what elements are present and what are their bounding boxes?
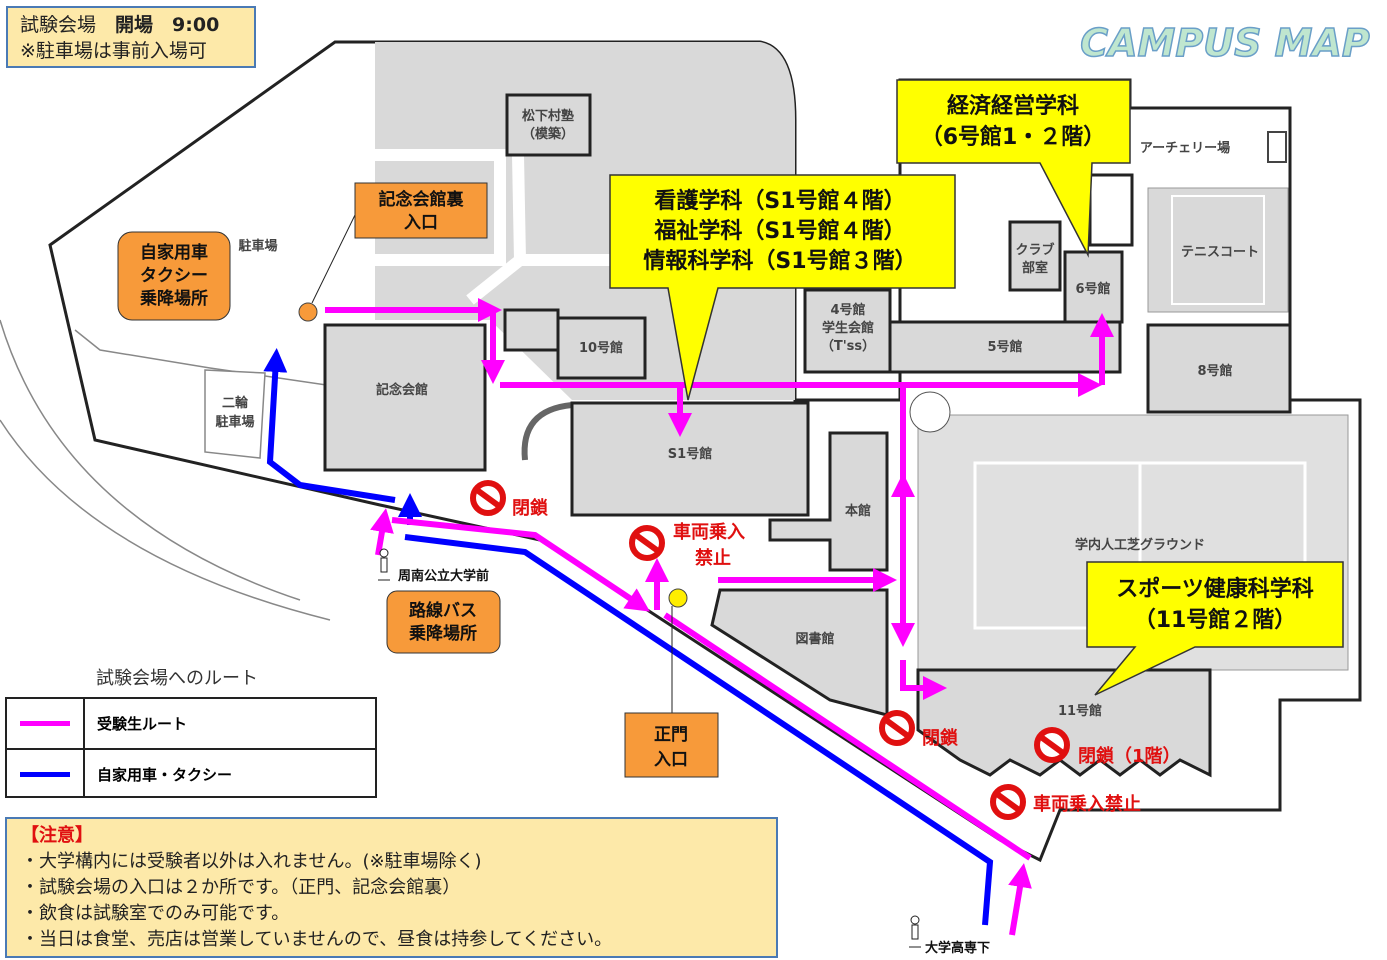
map-label: 正門 <box>654 725 688 745</box>
map-label: クラブ <box>1015 242 1054 258</box>
student-route-swatch <box>20 721 70 726</box>
legend-item-student-route: 受験生ルート <box>7 699 375 750</box>
map-title: CAMPUS MAP <box>1080 21 1370 65</box>
building-library <box>710 588 889 717</box>
map-label: 本館 <box>845 503 871 519</box>
map-label: 二輪 <box>222 395 249 411</box>
venue-label: 試験会場 <box>20 14 97 36</box>
parking-note: ※駐車場は事前入場可 <box>20 40 207 62</box>
building-11 <box>916 668 1212 778</box>
map-label: アーチェリー場 <box>1140 140 1230 156</box>
map-label: 記念会館 <box>376 382 428 398</box>
map-label: 6号館 <box>1075 281 1110 297</box>
map-label: （11号館２階） <box>1134 607 1297 633</box>
map-label: 入口 <box>404 213 438 233</box>
building-club <box>1008 220 1062 292</box>
callout-s1-departments: 看護学科（S1号館４階） 福祉学科（S1号館４階） 情報科学科（S1号館３階） <box>609 174 956 401</box>
student-route <box>325 298 1114 936</box>
open-time: 開場 9:00 <box>115 14 220 36</box>
building-6 <box>1063 250 1124 324</box>
map-label: 自家用車 <box>140 242 208 263</box>
no-entry-icon <box>990 784 1026 820</box>
note-item: ・当日は食堂、売店は営業していませんので、昼食は持参してください。 <box>21 929 613 950</box>
map-label: 4号館 <box>830 302 865 318</box>
callout-sports: スポーツ健康科学科 （11号館２階） <box>1086 561 1344 696</box>
map-label: タクシー <box>140 266 208 286</box>
map-label: 入口 <box>654 750 688 770</box>
map-label: 5号館 <box>987 339 1022 355</box>
map-label: 車両乗入 <box>673 521 745 543</box>
legend-item-car-route: 自家用車・タクシー <box>7 750 375 798</box>
note-item: ・飲食は試験室でのみ可能です。 <box>21 903 290 924</box>
map-label: 乗降場所 <box>408 623 477 644</box>
bus-stop-name: 周南公立大学前 <box>398 568 489 584</box>
map-label: 松下村塾 <box>522 108 574 124</box>
map-label: 記念会館裏 <box>379 189 465 210</box>
main-gate-marker <box>668 588 688 608</box>
callout-economics: 経済経営学科 （6号館1・２階） <box>896 79 1131 258</box>
map-label: （模築） <box>522 126 574 142</box>
building-shoka-sonjuku <box>505 93 592 157</box>
map-label: 図書館 <box>795 631 834 647</box>
note-item: ・大学構内には受験者以外は入れません。(※駐車場除く) <box>21 851 482 872</box>
ground-label: 学内人工芝グラウンド <box>1075 537 1205 553</box>
map-label: スポーツ健康科学科 <box>1116 576 1314 602</box>
map-label: S1号館 <box>668 446 712 462</box>
notes-title: 【注意】 <box>21 825 93 846</box>
map-label: 閉鎖（1階） <box>1078 745 1181 767</box>
map-label: 閉鎖 <box>922 727 959 749</box>
car-route-swatch <box>20 771 70 777</box>
map-label: （T'ss） <box>821 338 875 354</box>
no-entry-icon <box>470 480 506 516</box>
map-label: 情報科学科（S1号館３階） <box>643 248 916 274</box>
note-item: ・試験会場の入口は２か所です。（正門、記念会館裏） <box>21 877 461 898</box>
car-taxi-dropoff-label: 自家用車 タクシー 乗降場所 <box>117 231 231 321</box>
map-label: 学生会館 <box>822 320 874 336</box>
kinen-back-entrance-label: 記念会館裏 入口 <box>354 182 488 239</box>
building-10 <box>556 316 647 380</box>
bus-stop-name: 大学高専下 <box>925 940 990 956</box>
building-honkan <box>768 431 889 572</box>
bus-stop-icon <box>909 915 921 948</box>
map-label: 乗降場所 <box>139 288 208 309</box>
map-label: （6号館1・２階） <box>921 124 1106 150</box>
map-label: 経済経営学科 <box>947 93 1079 119</box>
route-legend-title: 試験会場へのルート <box>96 668 258 689</box>
venue-info-box: 試験会場 開場 9:00 ※駐車場は事前入場可 <box>6 6 256 68</box>
main-gate-label: 正門 入口 <box>624 712 719 778</box>
building-8 <box>1146 323 1292 414</box>
map-label: 駐車場 <box>215 414 254 430</box>
no-entry-icon <box>879 710 915 746</box>
map-label: テニスコート <box>1181 245 1259 260</box>
map-label: 部室 <box>1022 260 1048 276</box>
building-kinen-kaikan <box>323 323 487 472</box>
map-label: 閉鎖 <box>512 497 549 519</box>
building-5 <box>888 320 1122 374</box>
map-label: 福祉学科（S1号館４階） <box>653 218 905 244</box>
map-label: 10号館 <box>579 340 623 356</box>
kinen-back-entrance-marker <box>298 302 318 322</box>
map-label: 禁止 <box>695 547 731 569</box>
no-entry-icon <box>629 525 665 561</box>
no-entry-icon <box>1034 727 1070 763</box>
map-label: 看護学科（S1号館４階） <box>654 188 905 214</box>
map-label: 車両乗入禁止 <box>1033 793 1141 815</box>
route-legend: 受験生ルート 自家用車・タクシー <box>5 697 377 798</box>
buildings: 松下村塾 （模築） 10号館 記念会館 S1号館 4号館 学生会館 （T'ss）… <box>215 93 1292 778</box>
map-label: 11号館 <box>1058 703 1102 719</box>
bus-stop-icon <box>378 548 390 581</box>
map-label: 駐車場 <box>238 238 277 254</box>
building-4 <box>803 288 892 374</box>
map-label: 路線バス <box>409 600 477 621</box>
notes-box: 【注意】 ・大学構内には受験者以外は入れません。(※駐車場除く) ・試験会場の入… <box>5 817 778 958</box>
bus-stop-label: 路線バス 乗降場所 <box>386 590 501 654</box>
map-label: 8号館 <box>1197 363 1232 379</box>
